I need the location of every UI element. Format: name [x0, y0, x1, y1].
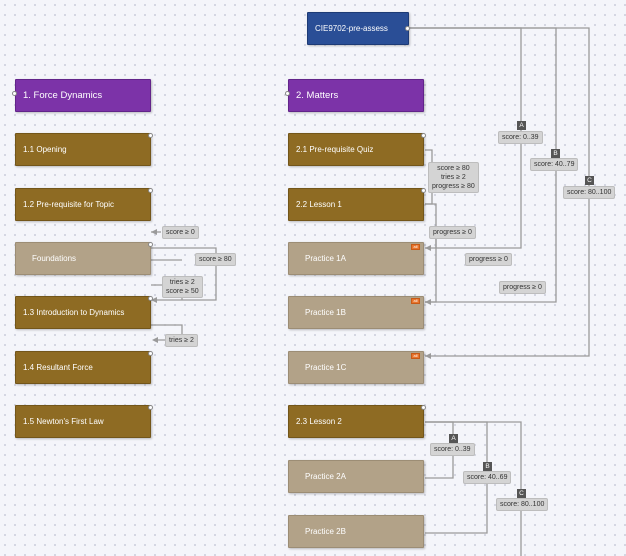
output-port[interactable]	[148, 242, 153, 247]
practice-label: Foundations	[32, 254, 77, 263]
output-port[interactable]	[148, 405, 153, 410]
condition-text: score: 80..100	[567, 189, 612, 196]
lesson-node-1-1[interactable]: 1.1 Opening	[15, 133, 151, 166]
lesson-node-1-2[interactable]: 1.2 Pre-requisite for Topic	[15, 188, 151, 221]
practice-node-2b[interactable]: Practice 2B	[288, 515, 424, 548]
condition-label[interactable]: score ≥ 80 tries ≥ 2 progress ≥ 80	[428, 162, 479, 193]
condition-label[interactable]: tries ≥ 2	[165, 334, 198, 347]
branch-letter-c: C	[585, 176, 594, 185]
condition-label[interactable]: progress ≥ 0	[499, 281, 546, 294]
section-input-port[interactable]	[12, 91, 17, 96]
condition-text: score ≥ 50	[166, 288, 199, 295]
output-port[interactable]	[421, 133, 426, 138]
practice-label: Practice 2A	[305, 472, 346, 481]
condition-label[interactable]: score ≥ 80	[195, 253, 236, 266]
condition-text: tries ≥ 2	[440, 174, 466, 181]
practice-label: Practice 1C	[305, 363, 347, 372]
condition-label[interactable]: progress ≥ 0	[429, 226, 476, 239]
branch-letter-b: B	[483, 462, 492, 471]
lesson-node-1-5[interactable]: 1.5 Newton's First Law	[15, 405, 151, 438]
condition-label[interactable]: score: 40..69	[463, 471, 512, 484]
lesson-label: 2.3 Lesson 2	[296, 417, 342, 426]
condition-text: progress ≥ 80	[432, 183, 475, 190]
lesson-node-2-1[interactable]: 2.1 Pre-requisite Quiz	[288, 133, 424, 166]
practice-node-1b[interactable]: Practice 1B all	[288, 296, 424, 329]
branch-letter-a: A	[449, 434, 458, 443]
output-port[interactable]	[148, 351, 153, 356]
condition-text: progress ≥ 0	[503, 284, 542, 291]
lesson-label: 1.3 Introduction to Dynamics	[23, 308, 125, 317]
output-port[interactable]	[421, 188, 426, 193]
lesson-node-2-2[interactable]: 2.2 Lesson 1	[288, 188, 424, 221]
condition-text: score ≥ 80	[437, 165, 470, 172]
practice-label: Practice 1B	[305, 308, 346, 317]
condition-text: score: 40..69	[467, 474, 508, 481]
condition-text: progress ≥ 0	[469, 256, 508, 263]
condition-text: score ≥ 0	[166, 229, 195, 236]
condition-label[interactable]: score ≥ 0	[162, 226, 199, 239]
practice-node-2a[interactable]: Practice 2A	[288, 460, 424, 493]
condition-label[interactable]: score: 80..100	[496, 498, 549, 511]
condition-text: score: 40..79	[534, 161, 575, 168]
lesson-label: 2.2 Lesson 1	[296, 200, 342, 209]
condition-label[interactable]: score: 40..79	[530, 158, 579, 171]
section-node-force-dynamics[interactable]: 1. Force Dynamics	[15, 79, 151, 112]
section-label: 2. Matters	[296, 90, 339, 101]
condition-text: score: 0..39	[434, 446, 471, 453]
lesson-label: 1.4 Resultant Force	[23, 363, 93, 372]
adaptive-badge-icon: all	[411, 244, 420, 250]
condition-text: progress ≥ 0	[433, 229, 472, 236]
condition-text: tries ≥ 2	[169, 337, 194, 344]
root-node-label: CIE9702-pre-assess	[315, 24, 388, 33]
output-port[interactable]	[148, 133, 153, 138]
condition-label[interactable]: score: 0..39	[430, 443, 475, 456]
condition-text: tries ≥ 2	[169, 279, 195, 286]
section-node-matters[interactable]: 2. Matters	[288, 79, 424, 112]
branch-letter-c: C	[517, 489, 526, 498]
condition-label[interactable]: tries ≥ 2 score ≥ 50	[162, 276, 203, 298]
practice-label: Practice 2B	[305, 527, 346, 536]
output-port[interactable]	[421, 405, 426, 410]
root-node[interactable]: CIE9702-pre-assess	[307, 12, 409, 45]
branch-letter-a: A	[517, 121, 526, 130]
lesson-label: 1.5 Newton's First Law	[23, 417, 104, 426]
practice-node-1c[interactable]: Practice 1C all	[288, 351, 424, 384]
branch-letter-b: B	[551, 149, 560, 158]
lesson-node-2-3[interactable]: 2.3 Lesson 2	[288, 405, 424, 438]
output-port[interactable]	[148, 188, 153, 193]
root-output-port[interactable]	[405, 26, 410, 31]
lesson-node-1-3[interactable]: 1.3 Introduction to Dynamics	[15, 296, 151, 329]
practice-node-foundations[interactable]: Foundations	[15, 242, 151, 275]
output-port[interactable]	[148, 296, 153, 301]
section-input-port[interactable]	[285, 91, 290, 96]
condition-label[interactable]: score: 0..39	[498, 131, 543, 144]
condition-text: score: 80..100	[500, 501, 545, 508]
condition-text: score ≥ 80	[199, 256, 232, 263]
condition-text: score: 0..39	[502, 134, 539, 141]
lesson-label: 1.1 Opening	[23, 145, 67, 154]
section-label: 1. Force Dynamics	[23, 90, 103, 101]
condition-label[interactable]: progress ≥ 0	[465, 253, 512, 266]
adaptive-badge-icon: all	[411, 353, 420, 359]
practice-node-1a[interactable]: Practice 1A all	[288, 242, 424, 275]
lesson-node-1-4[interactable]: 1.4 Resultant Force	[15, 351, 151, 384]
lesson-label: 2.1 Pre-requisite Quiz	[296, 145, 374, 154]
adaptive-badge-icon: all	[411, 298, 420, 304]
lesson-label: 1.2 Pre-requisite for Topic	[23, 200, 115, 209]
practice-label: Practice 1A	[305, 254, 346, 263]
condition-label[interactable]: score: 80..100	[563, 186, 616, 199]
